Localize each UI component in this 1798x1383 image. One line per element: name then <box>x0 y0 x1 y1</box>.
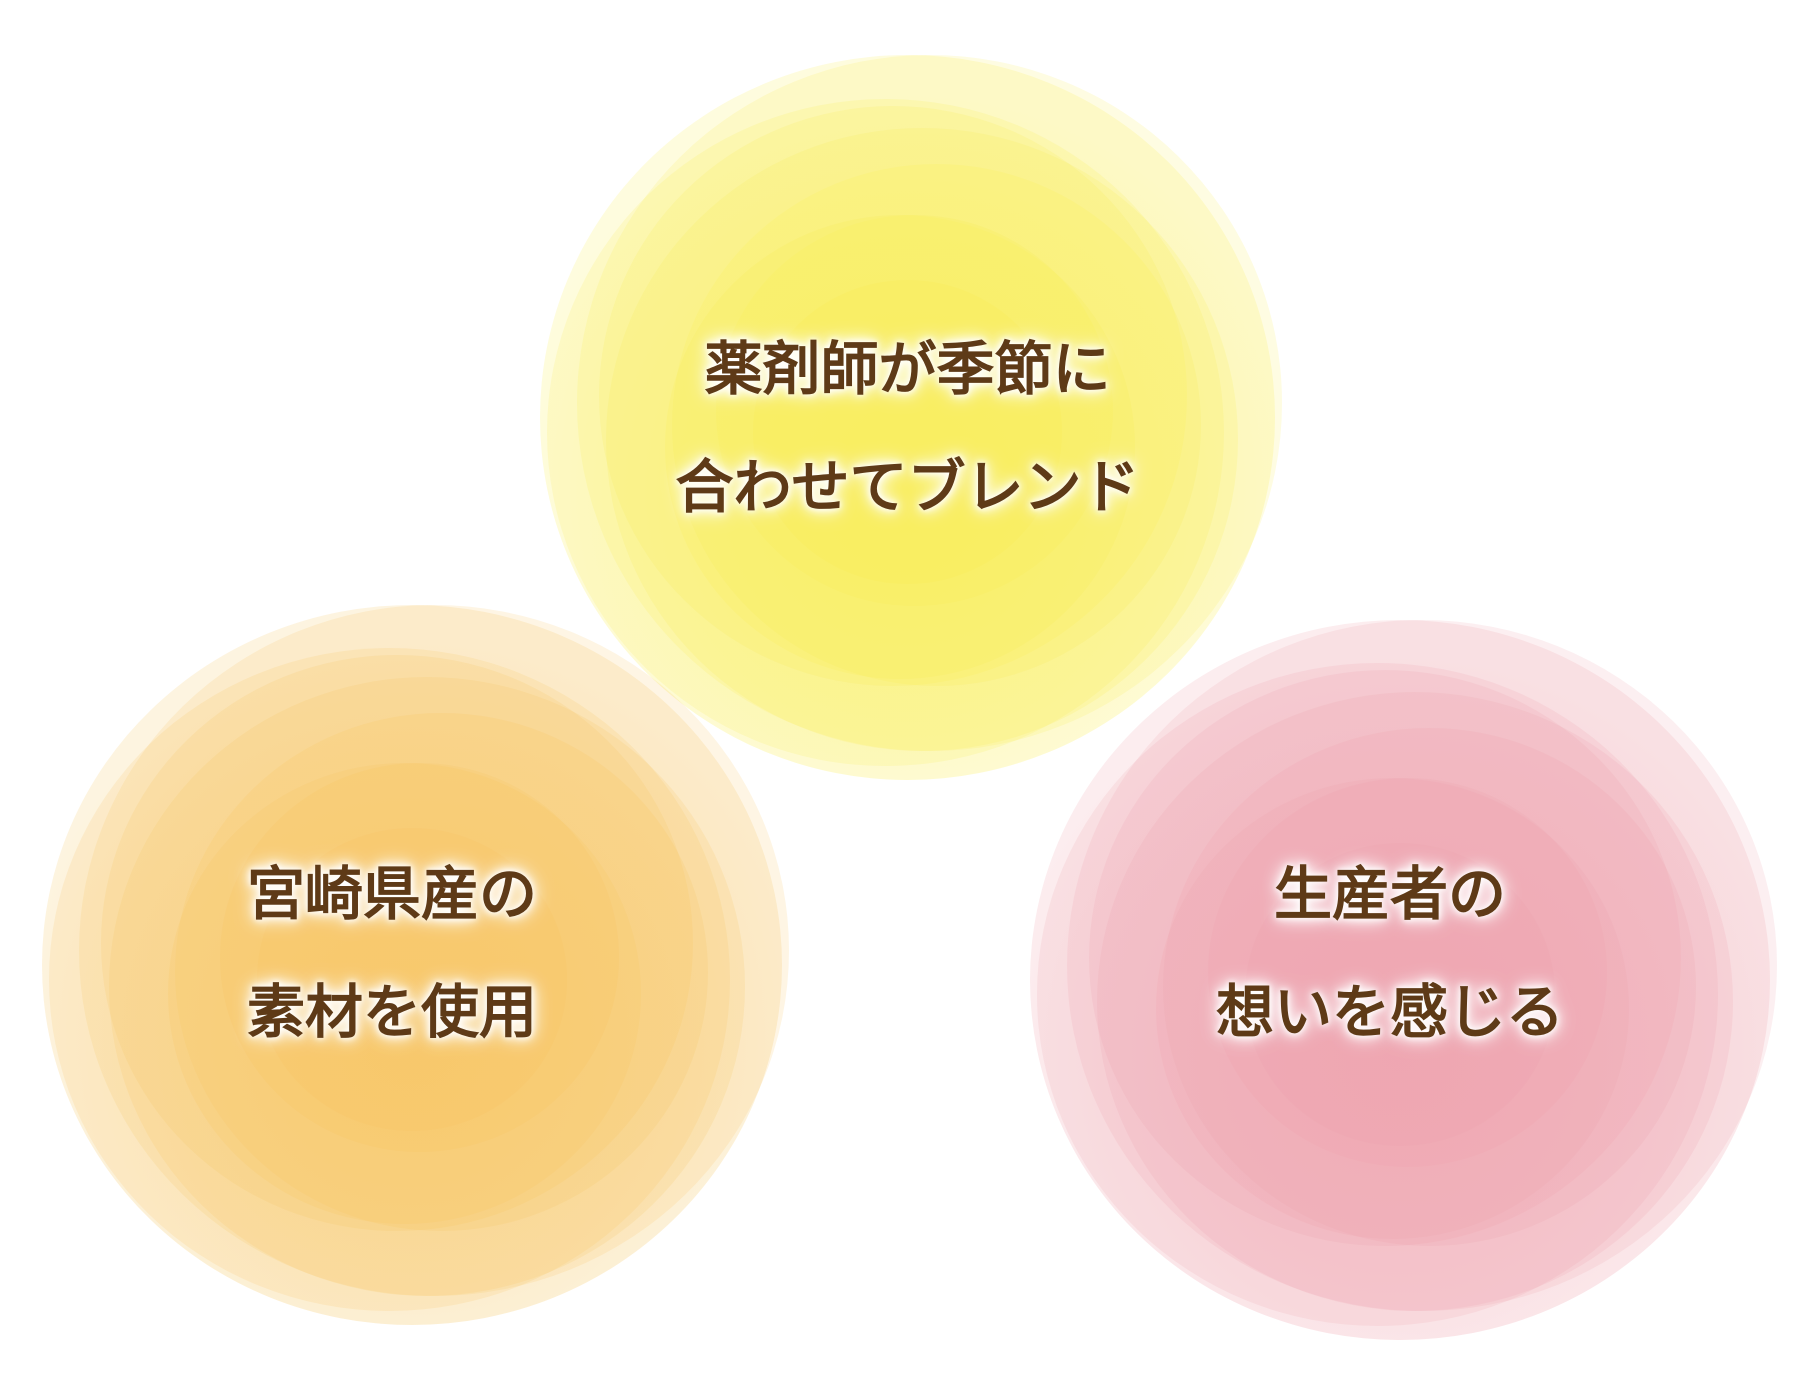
watercolor-layer <box>1244 843 1556 1146</box>
watercolor-layer <box>540 55 1275 780</box>
text-line: 想いを感じる <box>1215 978 1564 1046</box>
yellow-circle: 薬剤師が季節に 合わせてブレンド <box>540 55 1283 780</box>
watercolor-layer <box>1037 663 1719 1326</box>
circle-text: 宮崎県産の 素材を使用 <box>42 835 742 1071</box>
watercolor-layer <box>101 655 694 1232</box>
watercolor-layer <box>1089 670 1682 1247</box>
watercolor-layer <box>1207 778 1608 1168</box>
watercolor-layer <box>49 648 731 1311</box>
watercolor-core <box>540 55 1275 780</box>
pink-circle: 生産者の 想いを感じる <box>1030 620 1778 1340</box>
text-line: 生産者の <box>1273 860 1506 928</box>
watercolor-layer <box>108 677 745 1297</box>
watercolor-layer <box>1155 778 1630 1240</box>
watercolor-layer <box>576 55 1283 751</box>
text-line: 宮崎県産の <box>246 860 537 928</box>
text-line: 素材を使用 <box>246 978 537 1046</box>
watercolor-layer <box>79 605 790 1297</box>
watercolor-layer <box>672 163 1202 686</box>
watercolor-layer <box>606 127 1239 751</box>
watercolor-layer <box>1030 620 1770 1340</box>
watercolor-layer <box>175 713 708 1232</box>
watercolor-layer <box>1067 620 1778 1312</box>
watercolor-core <box>1030 620 1770 1340</box>
watercolor-layer <box>167 763 642 1225</box>
watercolor-layer <box>716 214 1114 606</box>
watercolor-layer <box>598 105 1187 686</box>
watercolor-layer <box>1096 692 1733 1312</box>
watercolor-core <box>42 605 782 1325</box>
watercolor-layer <box>1163 728 1696 1247</box>
circle-text: 薬剤師が季節に 合わせてブレンド <box>540 310 1275 546</box>
circle-text: 生産者の 想いを感じる <box>1030 835 1750 1071</box>
text-line: 合わせてブレンド <box>675 453 1140 521</box>
orange-circle: 宮崎県産の 素材を使用 <box>42 605 790 1325</box>
watercolor-layer <box>219 763 620 1153</box>
watercolor-layer <box>664 214 1136 679</box>
watercolor-layer <box>753 279 1062 585</box>
watercolor-layer <box>256 828 568 1131</box>
watercolor-layer <box>547 98 1224 766</box>
text-line: 薬剤師が季節に <box>704 335 1111 403</box>
watercolor-layer <box>42 605 782 1325</box>
